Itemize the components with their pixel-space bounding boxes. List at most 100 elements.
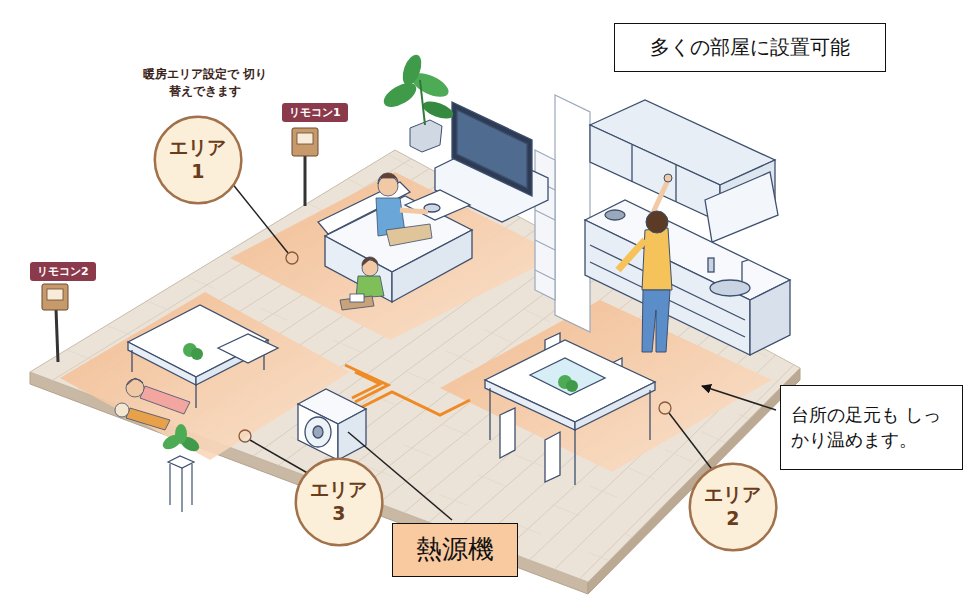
node-text: リモコン2 (37, 264, 89, 279)
node-text: 多くの部屋に設置可能 (650, 34, 850, 61)
man-figure (378, 173, 398, 184)
leader-line (250, 440, 311, 475)
area-circle: エリア 2 (688, 462, 778, 552)
kitchen (708, 258, 714, 272)
kitchen-wall (535, 150, 555, 300)
heated-area (60, 172, 772, 472)
low-table (131, 350, 132, 372)
low-table (218, 334, 278, 363)
children-lying (126, 408, 170, 430)
note-label: 暖房エリア設定で 切り替えできます (140, 66, 270, 100)
plant-stand (181, 468, 182, 512)
plant (410, 120, 442, 152)
remote-tag: リモコン2 (30, 262, 96, 281)
floor-planks (52, 154, 795, 578)
callout-number: エリア 3 (307, 478, 372, 526)
dining-set (500, 408, 515, 458)
child-figure (362, 257, 378, 266)
dining-set (485, 333, 655, 485)
tv (457, 110, 527, 188)
floor (30, 150, 800, 582)
heat-source-unit (305, 417, 331, 447)
woman-figure (646, 211, 668, 233)
woman-figure (642, 290, 670, 352)
woman-figure (652, 180, 668, 215)
node-text: 台所の足元も しっかり温めます。 (791, 403, 952, 452)
kitchen (585, 220, 750, 355)
kitchen (675, 165, 676, 202)
children-lying (115, 378, 190, 430)
children-lying (126, 379, 144, 397)
leader-line (702, 386, 776, 410)
feature-box: 多くの部屋に設置可能 (614, 23, 886, 72)
kitchen (585, 100, 790, 355)
sofa (318, 182, 472, 302)
heat-source-unit (298, 404, 338, 460)
plant-stand (169, 464, 170, 505)
man-figure (376, 173, 432, 246)
remote-controller (297, 133, 313, 144)
plant-stand (191, 464, 192, 505)
sofa (325, 236, 392, 302)
man-figure (378, 176, 398, 196)
sofa (405, 190, 470, 220)
woman-figure (618, 174, 672, 352)
leader-line (286, 252, 298, 264)
remote-controller (42, 284, 68, 310)
dining-set (545, 432, 560, 482)
heat-source-unit (298, 389, 366, 460)
low-table (128, 342, 196, 385)
callout-box: 台所の足元も しっかり温めます。 (780, 385, 963, 470)
leader-line (669, 413, 714, 472)
heat-source-box: 熱源機 (392, 523, 518, 577)
remote-controller (56, 309, 58, 362)
plant (420, 80, 425, 125)
kitchen-wall (535, 210, 555, 220)
heat-pipe (360, 392, 470, 415)
floor (30, 150, 800, 594)
leader-line (239, 430, 251, 442)
dining-set (566, 380, 578, 392)
remote-controller (292, 128, 318, 156)
child-figure (350, 294, 364, 302)
node-text: リモコン1 (289, 105, 341, 120)
callout-number: エリア 2 (701, 483, 766, 531)
child-figure (340, 257, 384, 310)
low-table (191, 348, 203, 360)
leader-line (231, 182, 288, 253)
dining-set (530, 358, 605, 395)
dining-set (649, 390, 650, 440)
woman-figure (642, 228, 672, 290)
plant (421, 98, 456, 122)
kitchen-wall (535, 270, 555, 280)
leader-line (659, 402, 671, 414)
heated-area (60, 292, 350, 460)
node-text: 熱源機 (416, 532, 494, 567)
plant-stand (160, 424, 201, 512)
dining-set (574, 430, 575, 485)
kitchen-wall (535, 240, 555, 250)
children-lying (140, 386, 190, 414)
dining-set (575, 382, 655, 430)
circle-outline (296, 459, 383, 546)
plant-stand (168, 456, 194, 468)
kitchen-wall (555, 95, 590, 332)
heat-source-unit (313, 426, 323, 438)
tv (452, 102, 532, 196)
woman-figure (618, 240, 645, 270)
remote-controller (47, 289, 63, 300)
kitchen (705, 172, 778, 242)
man-figure (400, 210, 428, 212)
man-figure (386, 224, 432, 246)
kitchen (631, 145, 632, 182)
area-circle: エリア 1 (153, 115, 243, 205)
kitchen (605, 210, 625, 220)
children-lying (115, 403, 129, 417)
plant (380, 52, 456, 152)
kitchen (742, 260, 748, 282)
remote-controller (304, 156, 307, 206)
callout-number: エリア 1 (166, 136, 231, 184)
kitchen-wall (535, 95, 590, 332)
